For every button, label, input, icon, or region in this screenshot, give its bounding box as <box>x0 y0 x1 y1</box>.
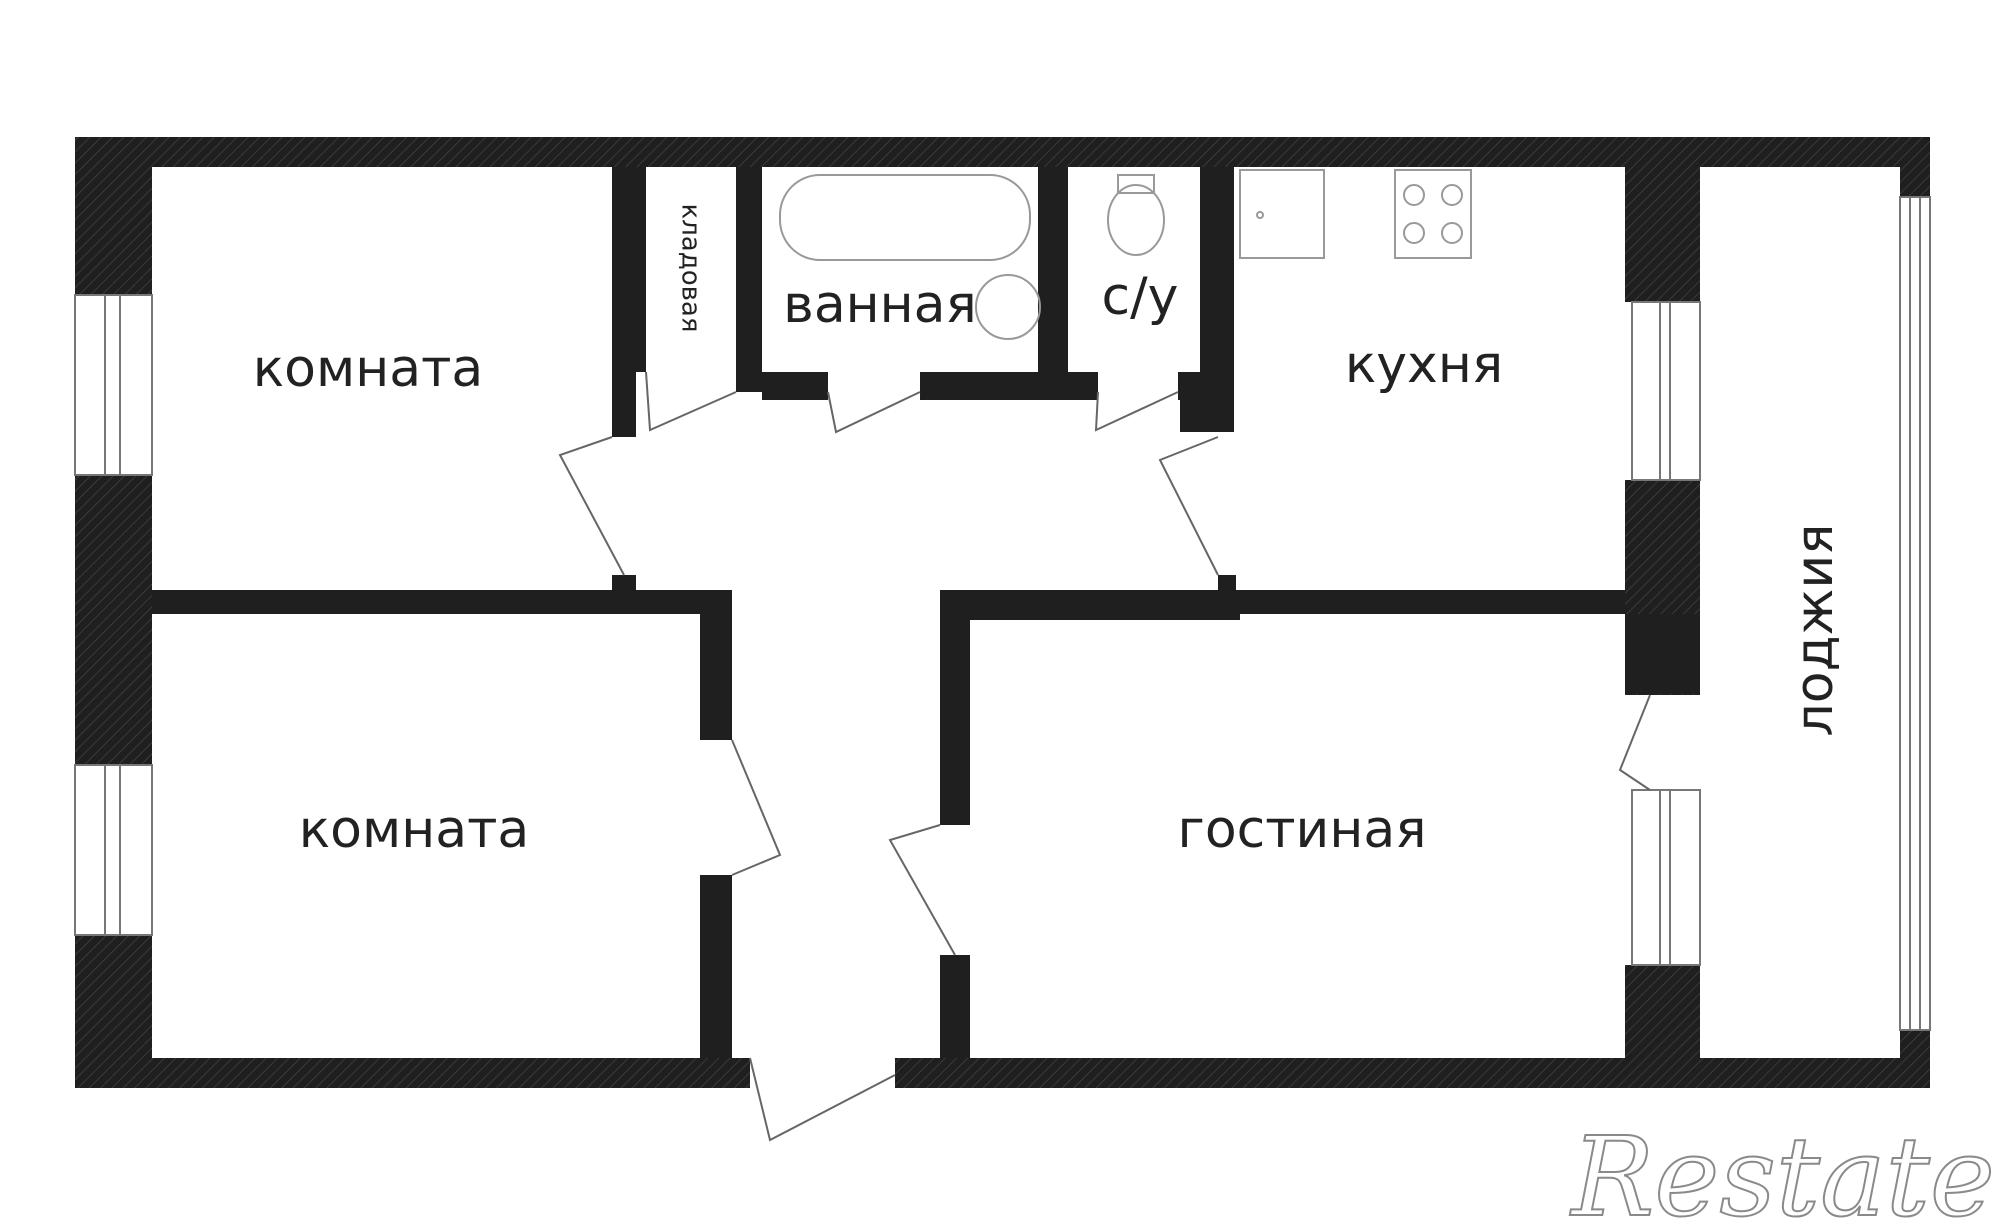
bathtub-icon <box>779 174 1031 261</box>
toilet-icon <box>1107 184 1165 256</box>
room-label-bathroom: ванная <box>783 275 977 335</box>
room-label-bottom-left: комната <box>299 800 529 860</box>
room-label-loggia: лоджия <box>1785 524 1845 737</box>
windows <box>74 196 1931 1031</box>
room-label-pantry: кладовая <box>676 203 706 332</box>
room-label-living-room: гостиная <box>1178 800 1427 860</box>
room-label-top-left: комната <box>253 339 483 399</box>
kitchen-sink-icon <box>1239 169 1325 259</box>
stove-icon <box>1394 169 1472 259</box>
interior-walls <box>152 167 1700 1058</box>
doors <box>558 371 1651 1142</box>
watermark-logo: Restate <box>1570 1113 1995 1223</box>
room-label-wc: с/у <box>1102 267 1179 327</box>
sink-icon <box>975 274 1041 340</box>
fixtures <box>779 169 1472 340</box>
room-label-kitchen: кухня <box>1345 335 1503 395</box>
